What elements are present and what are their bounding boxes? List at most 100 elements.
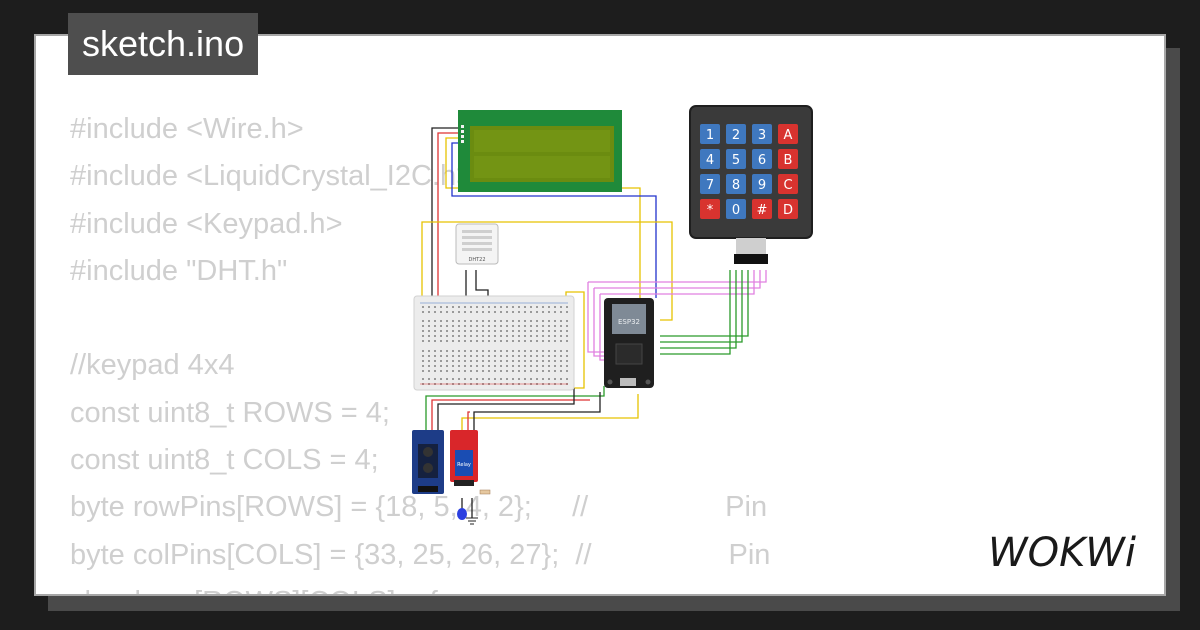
- breadboard-hole: [506, 370, 508, 372]
- relay-module: Relay: [450, 430, 478, 486]
- breadboard-hole: [440, 325, 442, 327]
- breadboard-hole: [422, 355, 424, 357]
- keypad-key-label: 7: [706, 178, 714, 193]
- breadboard-hole: [512, 378, 514, 380]
- breadboard-hole: [518, 320, 520, 322]
- code-line: #include <Wire.h>: [70, 113, 304, 145]
- breadboard-hole: [458, 340, 460, 342]
- breadboard-hole: [512, 306, 514, 308]
- wire: [594, 270, 761, 289]
- breadboard-hole: [458, 311, 460, 313]
- breadboard-hole: [452, 325, 454, 327]
- breadboard-hole: [446, 340, 448, 342]
- breadboard-hole: [566, 370, 568, 372]
- breadboard-hole: [488, 355, 490, 357]
- breadboard-hole: [536, 335, 538, 337]
- breadboard-hole: [518, 311, 520, 313]
- breadboard-hole: [554, 365, 556, 367]
- breadboard-hole: [482, 340, 484, 342]
- wire: [431, 127, 462, 308]
- breadboard-hole: [560, 320, 562, 322]
- breadboard-hole: [542, 311, 544, 313]
- breadboard-hole: [512, 335, 514, 337]
- breadboard-hole: [530, 340, 532, 342]
- breadboard-hole: [464, 320, 466, 322]
- breadboard-hole: [554, 330, 556, 332]
- breadboard-hole: [482, 325, 484, 327]
- breadboard-hole: [560, 306, 562, 308]
- breadboard-hole: [452, 355, 454, 357]
- breadboard-hole: [542, 306, 544, 308]
- breadboard-hole: [482, 365, 484, 367]
- breadboard-hole: [518, 378, 520, 380]
- keypad-key: [752, 199, 772, 219]
- wire: [660, 270, 743, 343]
- breadboard-hole: [446, 378, 448, 380]
- breadboard-hole: [458, 335, 460, 337]
- breadboard-hole: [512, 350, 514, 352]
- breadboard-hole: [548, 311, 550, 313]
- breadboard-hole: [482, 355, 484, 357]
- breadboard-hole: [506, 325, 508, 327]
- resistor: [479, 489, 491, 495]
- breadboard-hole: [554, 340, 556, 342]
- breadboard-hole: [428, 335, 430, 337]
- breadboard-hole: [512, 325, 514, 327]
- keypad-key: [752, 124, 772, 144]
- breadboard-hole: [554, 370, 556, 372]
- breadboard-hole: [422, 330, 424, 332]
- breadboard-hole: [428, 350, 430, 352]
- breadboard-hole: [536, 306, 538, 308]
- breadboard-hole: [470, 330, 472, 332]
- keypad-key-label: 5: [732, 153, 740, 168]
- breadboard-hole: [446, 330, 448, 332]
- breadboard-hole: [446, 355, 448, 357]
- keypad-key: [778, 149, 798, 169]
- breadboard-hole: [560, 335, 562, 337]
- breadboard-hole: [452, 306, 454, 308]
- lcd-display: [458, 110, 622, 192]
- breadboard-hole: [470, 340, 472, 342]
- breadboard-hole: [482, 330, 484, 332]
- breadboard-hole: [554, 325, 556, 327]
- breadboard-hole: [476, 378, 478, 380]
- breadboard-hole: [506, 306, 508, 308]
- breadboard-hole: [566, 311, 568, 313]
- breadboard-hole: [542, 370, 544, 372]
- breadboard-hole: [530, 335, 532, 337]
- breadboard-hole: [566, 306, 568, 308]
- led: [457, 508, 467, 520]
- breadboard-hole: [560, 340, 562, 342]
- breadboard-hole: [434, 370, 436, 372]
- keypad-key-label: 2: [732, 128, 740, 143]
- breadboard-hole: [530, 306, 532, 308]
- breadboard-hole: [560, 360, 562, 362]
- relay-label: Relay: [457, 462, 471, 468]
- breadboard-hole: [536, 360, 538, 362]
- breadboard-hole: [482, 378, 484, 380]
- breadboard-hole: [512, 365, 514, 367]
- breadboard-hole: [530, 370, 532, 372]
- breadboard-hole: [566, 335, 568, 337]
- breadboard-hole: [512, 355, 514, 357]
- keypad-key: [726, 199, 746, 219]
- breadboard-hole: [434, 325, 436, 327]
- keypad-key-label: 8: [732, 178, 740, 193]
- breadboard-hole: [560, 355, 562, 357]
- breadboard-hole: [524, 355, 526, 357]
- breadboard-hole: [524, 340, 526, 342]
- breadboard-hole: [458, 360, 460, 362]
- breadboard-hole: [440, 306, 442, 308]
- breadboard-hole: [440, 330, 442, 332]
- breadboard-hole: [446, 360, 448, 362]
- breadboard-hole: [434, 360, 436, 362]
- breadboard-hole: [446, 335, 448, 337]
- code-line: byte rowPins[ROWS] = {18, 5, 4, 2}; // P…: [70, 491, 768, 524]
- breadboard-hole: [542, 320, 544, 322]
- breadboard-hole: [506, 378, 508, 380]
- breadboard-hole: [494, 306, 496, 308]
- breadboard-hole: [470, 365, 472, 367]
- breadboard-hole: [494, 355, 496, 357]
- breadboard-hole: [494, 325, 496, 327]
